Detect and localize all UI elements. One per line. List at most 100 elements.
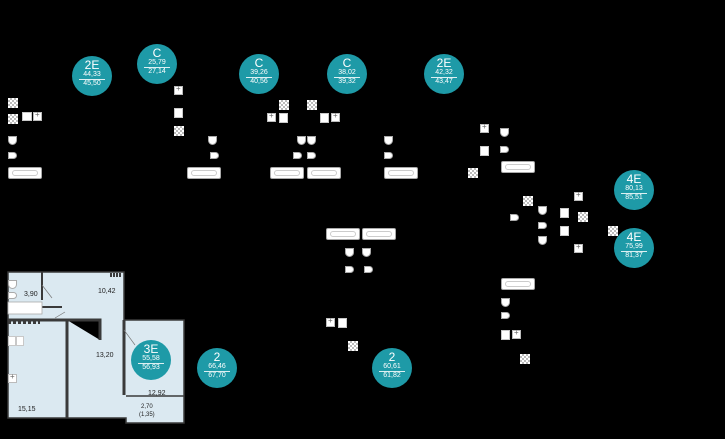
toilet-icon xyxy=(501,312,510,319)
room-area-label: 12,92 xyxy=(148,390,166,397)
toilet-icon xyxy=(210,152,219,159)
sink-icon xyxy=(8,280,17,289)
apartment-badge-c[interactable]: C 38,02 39,32 xyxy=(327,54,367,94)
living-area: 55,58 xyxy=(142,355,160,362)
badge-divider xyxy=(138,363,164,364)
room-area-label: 13,20 xyxy=(96,352,114,359)
stove-icon xyxy=(174,84,183,95)
apartment-badge-4e[interactable]: 4E 80,13 85,51 xyxy=(614,170,654,210)
shaft-icon xyxy=(8,98,18,108)
cabinet-icon xyxy=(279,113,288,123)
cabinet-icon xyxy=(338,318,347,328)
toilet-icon xyxy=(307,152,316,159)
sink-icon xyxy=(538,236,547,245)
shaft-icon xyxy=(520,354,530,364)
shaft-icon xyxy=(174,126,184,136)
apartment-badge-2e[interactable]: 2E 44,33 45,50 xyxy=(72,56,112,96)
cabinet-icon xyxy=(8,336,16,346)
living-area: 39,26 xyxy=(250,69,268,76)
living-area: 44,33 xyxy=(83,71,101,78)
apartment-badge-c[interactable]: C 39,26 40,56 xyxy=(239,54,279,94)
apartment-type: 2E xyxy=(436,56,452,70)
living-area: 60,61 xyxy=(383,363,401,370)
apartment-type: 2 xyxy=(213,350,221,364)
bathtub-icon xyxy=(362,228,396,240)
sink-icon xyxy=(500,128,509,137)
living-area: 80,13 xyxy=(625,185,643,192)
badge-divider xyxy=(621,251,647,252)
shaft-icon xyxy=(523,196,533,206)
total-area: 56,93 xyxy=(142,364,160,371)
sink-icon xyxy=(501,298,510,307)
living-area: 25,79 xyxy=(148,59,166,66)
shaft-icon xyxy=(608,226,618,236)
cabinet-icon xyxy=(560,226,569,236)
total-area: 85,51 xyxy=(625,194,643,201)
total-area: 43,47 xyxy=(435,78,453,85)
cabinet-icon xyxy=(174,108,183,118)
apartment-type: C xyxy=(152,46,162,60)
sink-icon xyxy=(345,248,354,257)
apartment-badge-3e[interactable]: 3E 55,58 56,93 xyxy=(131,340,171,380)
apartment-type: 2 xyxy=(388,350,396,364)
bathtub-icon xyxy=(326,228,360,240)
sink-icon xyxy=(384,136,393,145)
apartment-type: C xyxy=(254,56,264,70)
toilet-icon xyxy=(345,266,354,273)
living-area: 38,02 xyxy=(338,69,356,76)
bathtub-icon xyxy=(307,167,341,179)
total-area: 81,37 xyxy=(625,252,643,259)
bathtub-icon xyxy=(270,167,304,179)
room-area-label: 10,42 xyxy=(98,288,116,295)
shaft-icon xyxy=(279,100,289,110)
apartment-type: 2E xyxy=(84,58,100,72)
apartment-badge-c[interactable]: C 25,79 27,14 xyxy=(137,44,177,84)
shaft-icon xyxy=(468,168,478,178)
room-area-label: (1,35) xyxy=(139,412,155,418)
cabinet-icon xyxy=(501,330,510,340)
living-area: 42,32 xyxy=(435,69,453,76)
bathtub-icon xyxy=(8,167,42,179)
cabinet-icon xyxy=(320,113,329,123)
shaft-icon xyxy=(307,100,317,110)
apartment-badge-2[interactable]: 2 66,46 67,70 xyxy=(197,348,237,388)
badge-divider xyxy=(204,371,230,372)
bathtub-icon xyxy=(384,167,418,179)
badge-divider xyxy=(334,77,360,78)
badge-divider xyxy=(79,79,105,80)
cabinet-icon xyxy=(16,336,24,346)
stove-icon xyxy=(480,122,489,133)
apartment-type: 4E xyxy=(626,172,642,186)
room-area-label: 15,15 xyxy=(18,406,36,413)
apartment-badge-2[interactable]: 2 60,61 61,82 xyxy=(372,348,412,388)
badge-divider xyxy=(144,67,170,68)
total-area: 27,14 xyxy=(148,68,166,75)
toilet-icon xyxy=(538,222,547,229)
stove-icon xyxy=(8,372,17,383)
sink-icon xyxy=(8,136,17,145)
toilet-icon xyxy=(8,292,17,299)
shaft-icon xyxy=(578,212,588,222)
badge-divider xyxy=(621,193,647,194)
badge-divider xyxy=(431,77,457,78)
badge-divider xyxy=(379,371,405,372)
total-area: 61,82 xyxy=(383,372,401,379)
apartment-badge-4e[interactable]: 4E 75,99 81,37 xyxy=(614,228,654,268)
apartment-type: C xyxy=(342,56,352,70)
sink-icon xyxy=(208,136,217,145)
stove-icon xyxy=(267,111,276,122)
stove-icon xyxy=(574,190,583,201)
stove-icon xyxy=(33,110,42,121)
toilet-icon xyxy=(384,152,393,159)
shaft-icon xyxy=(348,341,358,351)
stove-icon xyxy=(326,316,335,327)
living-area: 75,99 xyxy=(625,243,643,250)
toilet-icon xyxy=(364,266,373,273)
toilet-icon xyxy=(293,152,302,159)
shaft-icon xyxy=(8,114,18,124)
toilet-icon xyxy=(500,146,509,153)
apartment-badge-2e[interactable]: 2E 42,32 43,47 xyxy=(424,54,464,94)
stove-icon xyxy=(331,111,340,122)
